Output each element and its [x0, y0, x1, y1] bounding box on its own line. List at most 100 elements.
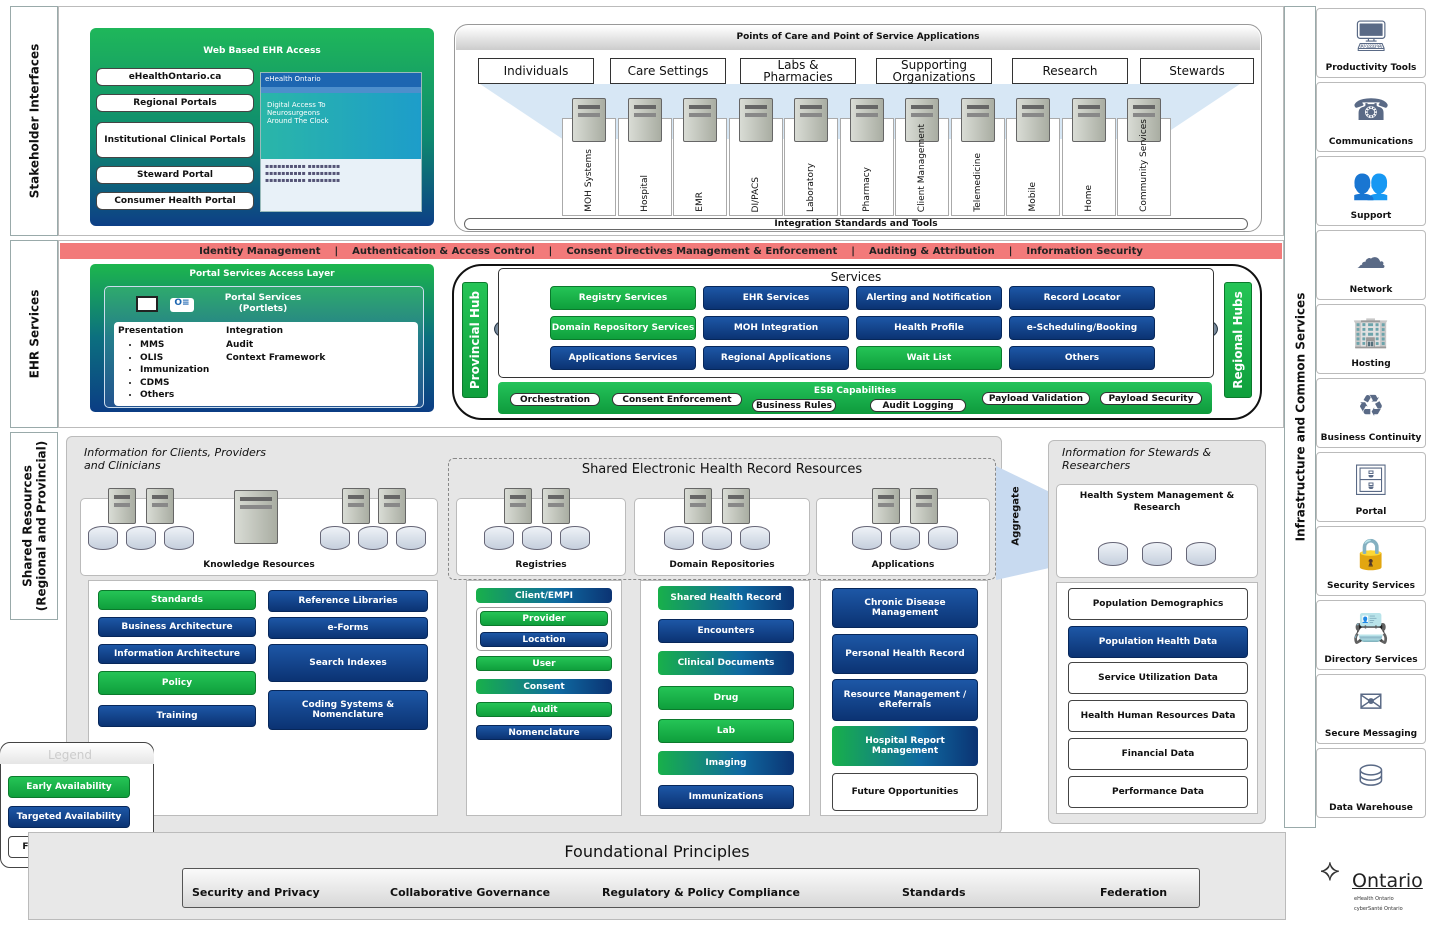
separator: |	[548, 245, 553, 257]
shared-label-box	[10, 432, 58, 620]
aggregate-label: Aggregate	[1011, 486, 1022, 546]
server-icon	[146, 488, 174, 524]
system-device-icon	[794, 98, 828, 142]
separator: |	[851, 245, 855, 257]
server-icon	[722, 488, 750, 524]
service-box: Regional Applications	[703, 346, 849, 370]
system-device-icon	[1127, 98, 1161, 142]
foundational-item: Security and Privacy	[192, 886, 320, 899]
logo-line2: cyberSanté Ontario	[1354, 906, 1403, 912]
database-icon	[358, 526, 388, 550]
web-ehr-item: Steward Portal	[96, 166, 254, 184]
knowledge-label: Knowledge Resources	[203, 560, 315, 570]
system-device-icon	[1016, 98, 1050, 142]
infra-label: Secure Messaging	[1324, 729, 1418, 739]
stakeholder-label-box	[10, 6, 58, 236]
database-icon	[164, 526, 194, 550]
service-box: Registry Services	[550, 286, 696, 310]
service-box: e-Scheduling/Booking	[1009, 316, 1155, 340]
service-box: Health Profile	[856, 316, 1002, 340]
service-box: Wait List	[856, 346, 1002, 370]
sehr-dashed	[448, 458, 996, 580]
infra-item: 🔒Security Services	[1316, 526, 1426, 596]
infra-item: ♻Business Continuity	[1316, 378, 1426, 448]
presentation-item: Immunization	[140, 364, 209, 377]
database-icon	[320, 526, 350, 550]
foundational-item: Collaborative Governance	[390, 886, 551, 899]
esb-capability: Orchestration	[510, 393, 600, 406]
category-box: Care Settings	[610, 58, 726, 84]
services-title: Services	[830, 270, 882, 284]
server-icon	[684, 488, 712, 524]
foundational-item: Regulatory & Policy Compliance	[602, 886, 800, 899]
esb-capability: Audit Logging	[870, 399, 966, 412]
server-icon	[378, 488, 406, 524]
hsm-item: Financial Data	[1068, 738, 1248, 770]
screenshot-header: eHealth Ontario	[261, 73, 421, 87]
domain-item: Shared Health Record	[658, 586, 794, 610]
esb-capability: Business Rules	[752, 399, 836, 412]
application-item: Hospital Report Management	[832, 726, 978, 766]
integration-item: Audit	[226, 340, 254, 350]
database-icon	[664, 526, 694, 550]
hsm-item: Population Demographics	[1068, 588, 1248, 620]
application-item: Future Opportunities	[832, 773, 978, 811]
presentation-item: CDMS	[140, 377, 209, 390]
registry-item: Location	[480, 632, 608, 647]
server-icon	[342, 488, 370, 524]
lock-icon: 🔒	[1352, 536, 1390, 572]
stewards-title: Information for Stewards & Researchers	[1062, 446, 1212, 472]
registry-item: Client/EMPI	[476, 588, 612, 603]
category-box: Stewards	[1140, 58, 1254, 84]
infra-item: ☎Communications	[1316, 82, 1426, 152]
building-icon: 🏢	[1352, 314, 1390, 350]
system-device-icon	[905, 98, 939, 142]
infra-label: Portal	[1355, 507, 1387, 517]
server-icon	[108, 488, 136, 524]
poc-header	[456, 26, 1260, 50]
monitor-icon	[136, 296, 158, 312]
server-icon: 🗄	[1351, 462, 1391, 498]
infra-item: 🖥Productivity Tools	[1316, 8, 1426, 78]
infra-label-box	[1284, 6, 1316, 828]
server-icon	[504, 488, 532, 524]
provincial-hub: Provincial Hub	[462, 282, 488, 398]
integration-item: Context Framework	[226, 352, 326, 363]
service-box: Others	[1009, 346, 1155, 370]
infra-label: Communications	[1328, 137, 1414, 147]
presentation-item: OLIS	[140, 352, 209, 365]
registry-item: User	[476, 656, 612, 671]
portal-title: Portal Services Access Layer	[189, 269, 335, 279]
system-device-icon	[738, 98, 773, 142]
domain-item: Drug	[658, 686, 794, 710]
regional-hubs: Regional Hubs	[1224, 282, 1252, 398]
system-label: DI/PACS	[750, 176, 761, 212]
service-box: EHR Services	[703, 286, 849, 310]
system-device-icon	[960, 98, 995, 142]
web-ehr-item: Consumer Health Portal	[96, 192, 254, 210]
database-icon	[928, 526, 958, 550]
service-box: Applications Services	[550, 346, 696, 370]
client-group-frame	[476, 607, 612, 651]
separator: |	[1008, 245, 1013, 257]
security-item: Auditing & Attribution	[868, 245, 995, 257]
foundational-title: Foundational Principles	[564, 842, 750, 861]
infra-label: Infrastructure and Common Services	[1293, 292, 1308, 542]
application-item: Personal Health Record	[832, 634, 978, 674]
server-icon	[542, 488, 570, 524]
system-label: MOH Systems	[584, 149, 594, 212]
screenshot-nav	[261, 87, 421, 93]
legend-title: Legend	[47, 748, 93, 762]
knowledge-item: e-Forms	[268, 617, 428, 639]
clients-title: Information for Clients, Providers and C…	[84, 446, 267, 472]
web-ehr-title: Web Based EHR Access	[203, 46, 321, 56]
service-box: Record Locator	[1009, 286, 1155, 310]
registry-item: Consent	[476, 679, 612, 694]
infra-item: 🗄 Portal	[1316, 452, 1426, 522]
system-label: Pharmacy	[861, 167, 872, 212]
web-ehr-item: Regional Portals	[96, 94, 254, 112]
knowledge-item: Policy	[98, 671, 256, 695]
shared-label: Shared Resources (Regional and Provincia…	[20, 440, 49, 612]
security-item: Identity Management	[199, 245, 321, 257]
registries-label: Registries	[515, 560, 567, 570]
